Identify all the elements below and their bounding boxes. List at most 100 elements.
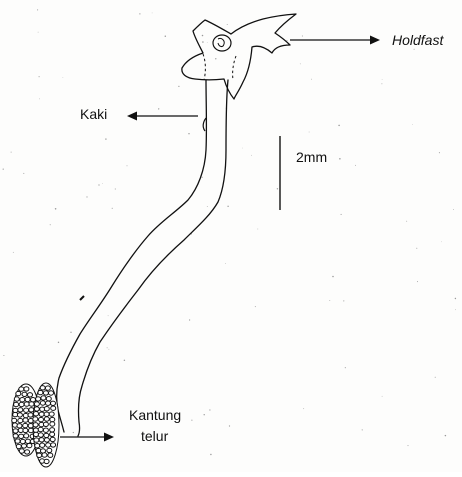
speckle [341,214,342,215]
speckle [345,367,346,368]
egg [47,448,52,452]
speckle [343,300,344,301]
kaki-arrow-head [127,112,137,121]
speckle [209,409,210,410]
speckle [23,173,24,174]
egg [23,413,28,417]
speckle [11,152,12,153]
speckle [439,152,440,153]
egg [36,397,41,401]
egg [51,406,56,410]
egg [44,459,49,463]
egg [24,402,29,406]
egg [39,438,44,442]
speckle [189,319,190,320]
egg [18,418,23,422]
holdfast-junction-right [233,56,236,80]
egg [40,443,45,447]
egg [14,397,19,401]
speckle [127,165,128,166]
egg [24,434,29,438]
speckle [382,396,383,397]
egg [44,407,49,411]
egg [50,437,55,441]
holdfast-label: Holdfast [392,33,443,47]
speckle [202,41,204,43]
holdfast-sucker [213,35,231,51]
egg [43,391,48,395]
egg [29,408,34,412]
speckle [453,209,454,210]
egg [49,391,54,395]
speckle [98,184,99,185]
egg [24,408,29,412]
speckle [229,425,230,426]
egg [33,423,38,427]
speckle [417,281,418,282]
speckle [55,208,57,210]
egg [42,453,47,457]
egg [24,387,29,391]
speckle [124,360,125,361]
speckle [455,309,456,310]
egg [44,412,49,416]
egg [41,396,46,400]
egg [19,387,24,391]
speckle [445,435,446,436]
egg [49,412,54,416]
scale-bar-label: 2mm [296,150,327,164]
speckle [63,77,64,78]
speckle [382,79,383,80]
speckle [309,132,310,133]
egg [33,417,38,421]
speckle [381,83,382,84]
speckle [207,42,208,43]
speckle [257,229,258,230]
egg [38,390,43,394]
egg [19,402,24,406]
speckle [115,188,116,189]
speckle [39,76,40,77]
speckle [105,138,106,139]
speckle [139,13,140,14]
speckle [202,35,204,37]
speckle [109,349,110,350]
speckle [251,155,252,156]
egg [37,453,42,457]
egg [45,386,50,390]
egg [16,444,21,448]
speckle [416,248,417,249]
speckle [406,221,407,222]
body-bump [203,118,206,131]
egg [23,423,28,427]
speckle [355,165,356,166]
speckle [225,263,226,264]
speckle [102,183,103,184]
speckle [210,454,211,455]
egg [28,393,33,397]
egg [50,417,55,421]
speckle [202,177,203,178]
speckle [303,408,304,409]
egg [22,444,27,448]
speckle [412,124,413,125]
speckle [13,252,14,253]
speckle [441,241,442,242]
egg [40,386,45,390]
egg [14,402,19,406]
egg [43,422,48,426]
speckle [338,125,340,127]
speckle [242,148,243,149]
speckle [207,206,208,207]
speckle [165,36,166,37]
egg [25,397,30,401]
egg-sac-label-line2: telur [141,429,168,443]
egg [17,424,22,428]
egg [20,398,25,402]
speckle [108,315,109,316]
egg [34,438,39,442]
egg [51,401,56,405]
speckle [408,445,409,446]
egg [34,402,39,406]
